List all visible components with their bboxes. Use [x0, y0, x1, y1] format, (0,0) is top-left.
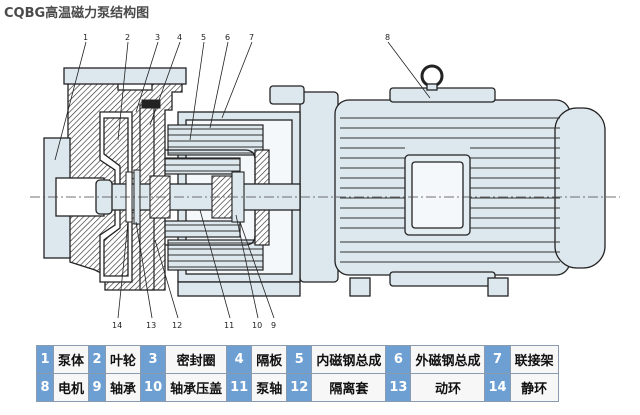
- legend-part-name: 隔板: [251, 345, 288, 374]
- frame-bolt: [269, 85, 305, 105]
- callout-13: 13: [146, 321, 156, 330]
- callout-11: 11: [224, 321, 234, 330]
- motor: [299, 64, 606, 297]
- parts-legend: 1 泵体 2 叶轮 3 密封圈 4 隔板 5 内磁钢总成 6 外磁钢总成 7 联…: [36, 345, 559, 402]
- legend-part-name: 叶轮: [105, 345, 142, 374]
- pump-diagram: 1 2 3 4 5 6 7 8 9 10 11 12 13 14: [30, 33, 620, 330]
- legend-number: 3: [140, 345, 167, 374]
- callout-4: 4: [177, 33, 182, 42]
- legend-part-name: 轴承压盖: [165, 373, 228, 402]
- motor-fins: [340, 117, 560, 263]
- legend-number: 2: [88, 345, 107, 374]
- callout-8: 8: [385, 33, 390, 42]
- legend-part-name: 动环: [410, 373, 486, 402]
- motor-foot-left: [349, 277, 371, 297]
- callout-3: 3: [155, 33, 160, 42]
- seal-ring: [141, 99, 161, 109]
- motor-top-rib: [389, 87, 496, 103]
- legend-number: 8: [36, 373, 54, 402]
- callout-6: 6: [225, 33, 230, 42]
- legend-number: 6: [385, 345, 412, 374]
- callout-9: 9: [271, 321, 276, 330]
- motor-bottom-rib: [389, 271, 496, 287]
- terminal-box-inner: [411, 161, 464, 229]
- legend-number: 7: [484, 345, 511, 374]
- callout-10: 10: [252, 321, 262, 330]
- legend-row: 1 泵体 2 叶轮 3 密封圈 4 隔板 5 内磁钢总成 6 外磁钢总成 7 联…: [36, 345, 559, 374]
- callout-12: 12: [172, 321, 182, 330]
- legend-number: 13: [385, 373, 412, 402]
- legend-part-name: 电机: [52, 373, 90, 402]
- diagram-title: CQBG高温磁力泵结构图: [4, 6, 150, 21]
- callout-14: 14: [112, 321, 122, 330]
- legend-part-name: 泵体: [52, 345, 90, 374]
- callout-5: 5: [201, 33, 206, 42]
- lifting-eye: [420, 64, 444, 88]
- legend-part-name: 隔离套: [311, 373, 387, 402]
- legend-number: 4: [226, 345, 253, 374]
- motor-end-flange: [299, 91, 339, 283]
- legend-part-name: 联接架: [509, 345, 559, 374]
- legend-part-name: 轴承: [105, 373, 142, 402]
- legend-number: 10: [140, 373, 167, 402]
- frame-foot: [177, 281, 301, 297]
- legend-row: 8 电机 9 轴承 10 轴承压盖 11 泵轴 12 隔离套 13 动环 14 …: [36, 373, 559, 402]
- legend-number: 1: [36, 345, 54, 374]
- lifting-eye-stem: [426, 83, 438, 91]
- callout-1: 1: [83, 33, 88, 42]
- legend-number: 5: [286, 345, 313, 374]
- callout-numbers: 1 2 3 4 5 6 7 8 9 10 11 12 13 14: [83, 33, 390, 330]
- legend-number: 9: [88, 373, 107, 402]
- legend-part-name: 泵轴: [251, 373, 288, 402]
- legend-part-name: 外磁钢总成: [410, 345, 486, 374]
- legend-part-name: 静环: [509, 373, 559, 402]
- motor-end-cap: [554, 107, 606, 269]
- legend-part-name: 密封圈: [165, 345, 228, 374]
- legend-number: 14: [484, 373, 511, 402]
- legend-part-name: 内磁钢总成: [311, 345, 387, 374]
- leader-lines: [54, 41, 431, 319]
- inner-magnet-assembly: [159, 157, 241, 238]
- legend-number: 12: [286, 373, 313, 402]
- legend-number: 11: [226, 373, 253, 402]
- callout-2: 2: [125, 33, 130, 42]
- motor-foot-right: [487, 277, 509, 297]
- callout-7: 7: [249, 33, 254, 42]
